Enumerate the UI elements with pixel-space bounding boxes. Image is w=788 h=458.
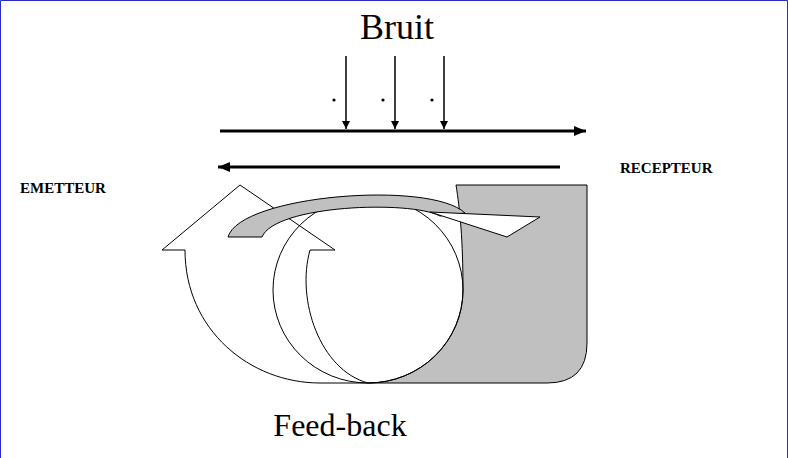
sender-label: EMETTEUR	[20, 180, 106, 197]
feedback-label: Feed-back	[273, 408, 406, 443]
loop-arrow-head	[430, 212, 540, 237]
noise-dot	[332, 98, 335, 101]
receiver-label: RECEPTEUR	[620, 160, 713, 177]
noise-dot	[430, 98, 433, 101]
loop-ellipse	[273, 197, 463, 383]
return-arrow	[218, 166, 560, 169]
noise-arrow	[345, 56, 347, 129]
loop-grey-arc	[228, 195, 465, 237]
noise-dot	[381, 98, 384, 101]
noise-arrow	[394, 56, 396, 129]
loop-grey-band	[368, 185, 587, 383]
noise-label: Bruit	[360, 8, 434, 48]
message-arrow	[220, 130, 586, 133]
noise-arrow	[443, 56, 445, 129]
